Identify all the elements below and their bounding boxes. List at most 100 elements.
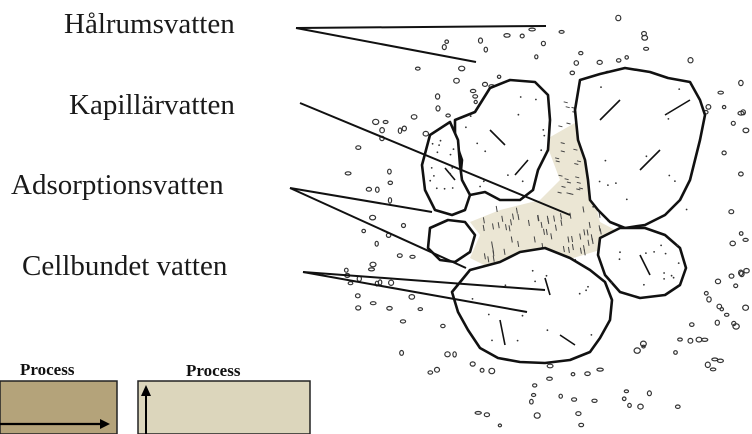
pore-dot (725, 313, 729, 316)
pore-dot (411, 115, 417, 119)
speckle (532, 270, 534, 272)
pore-dot (616, 15, 621, 20)
speckle (440, 140, 442, 142)
speckle (449, 173, 451, 175)
pore-dot (441, 324, 445, 327)
capillary-stroke (566, 107, 570, 108)
pore-dot (705, 362, 710, 367)
pore-dot (373, 119, 379, 124)
capillary-stroke (564, 102, 568, 103)
pore-dot (730, 241, 735, 246)
pore-dot (489, 368, 495, 373)
pore-dot (375, 241, 378, 246)
label-kapillarvatten: Kapillärvatten (69, 91, 235, 120)
speckle (546, 275, 548, 277)
speckle (453, 148, 455, 150)
pore-dot (370, 262, 376, 267)
speckle (543, 135, 545, 137)
pore-dot (547, 377, 553, 380)
pore-dot (622, 397, 626, 401)
pore-dot (739, 172, 744, 176)
speckle (660, 245, 662, 247)
speckle (600, 86, 602, 88)
pore-dot (644, 47, 649, 50)
pore-dot (712, 358, 718, 361)
pore-dot (484, 47, 487, 52)
pore-dot (744, 269, 749, 273)
pore-dot (370, 215, 376, 220)
process-box-1-title: Process (20, 361, 74, 378)
speckle (671, 275, 673, 277)
pore-dot (597, 368, 603, 371)
speckle (547, 329, 549, 331)
pore-dot (690, 323, 694, 327)
pore-dot (402, 224, 406, 228)
capillary-stroke (567, 123, 571, 124)
pore-dot (647, 391, 651, 396)
pore-dot (718, 91, 723, 94)
pore-dot (574, 61, 578, 66)
pore-dot (547, 364, 553, 368)
pore-dot (356, 306, 361, 310)
process-box-2 (138, 381, 310, 434)
pore-dot (470, 362, 475, 366)
pore-dot (743, 128, 749, 133)
speckle (520, 96, 522, 98)
speckle (479, 186, 481, 188)
pore-dot (706, 105, 711, 110)
pore-dot (483, 82, 488, 86)
pore-dot (428, 371, 433, 374)
pore-dot (729, 210, 734, 214)
pore-dot (739, 232, 743, 236)
pore-dot (435, 367, 440, 372)
speckle (518, 114, 520, 116)
speckle (534, 281, 536, 283)
speckle (517, 340, 519, 342)
pore-dot (715, 320, 719, 325)
speckle (452, 187, 454, 189)
pore-dot (436, 106, 440, 111)
speckle (438, 144, 440, 146)
pore-dot (731, 121, 735, 125)
speckle (491, 340, 493, 342)
pore-dot (704, 292, 708, 296)
pore-dot (678, 338, 683, 341)
pore-dot (628, 403, 632, 407)
pore-dot (475, 412, 481, 415)
pore-dot (400, 320, 405, 323)
pore-dot (418, 308, 422, 311)
speckle (619, 251, 621, 253)
pore-dot (436, 94, 440, 99)
speckle (429, 180, 431, 182)
pore-dot (362, 229, 366, 232)
speckle (450, 154, 452, 156)
speckle (476, 143, 478, 145)
pore-dot (388, 169, 392, 174)
pore-dot (530, 399, 534, 404)
speckle (592, 206, 594, 208)
pore-dot (688, 58, 693, 63)
speckle (432, 143, 434, 145)
label-halrumsvatten: Hålrumsvatten (64, 10, 235, 39)
particle-right (598, 228, 686, 298)
speckle (465, 126, 467, 128)
speckle (591, 334, 593, 336)
pore-dot (617, 59, 621, 62)
pore-dot (722, 106, 725, 109)
pore-dot (688, 338, 693, 343)
pore-dot (734, 284, 738, 288)
speckle (611, 282, 613, 284)
pore-dot (579, 423, 584, 426)
speckle (437, 151, 439, 153)
pore-dot (345, 172, 351, 175)
pore-dot (579, 52, 583, 55)
pore-dot (348, 282, 353, 285)
speckle (663, 272, 665, 274)
pore-dot (529, 28, 535, 31)
pore-dot (388, 198, 391, 203)
speckle (579, 293, 581, 295)
pore-dot (743, 238, 748, 241)
speckle (673, 277, 675, 279)
speckle (585, 289, 587, 291)
